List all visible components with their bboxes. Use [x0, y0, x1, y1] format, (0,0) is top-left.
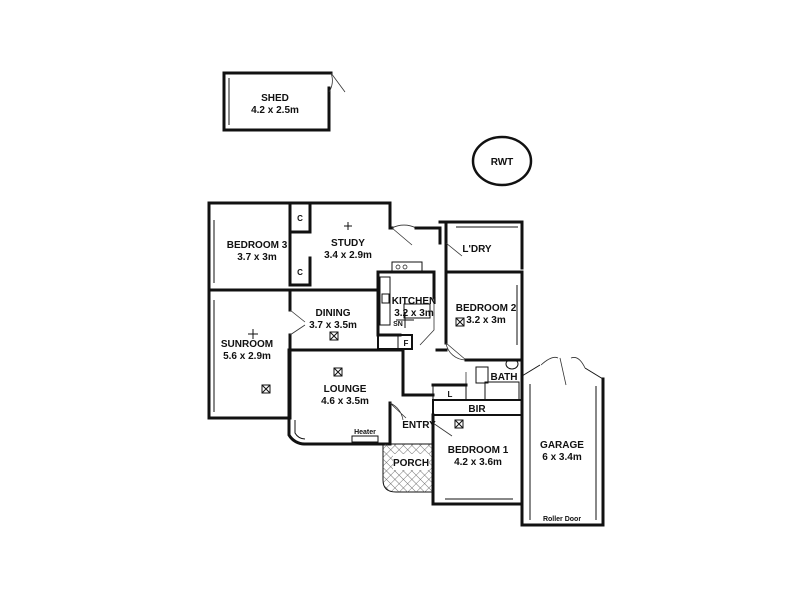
- house-walls: F L: [207, 201, 605, 527]
- bir-label: BIR: [468, 404, 486, 415]
- ceiling-light-icon: [454, 419, 464, 429]
- ceiling-light-icon: [455, 317, 465, 327]
- linen-label: L: [448, 390, 453, 399]
- cupboards: C C: [297, 214, 303, 277]
- dining-dims: 3.7 x 3.5m: [309, 320, 357, 331]
- lounge-dims: 4.6 x 3.5m: [321, 396, 369, 407]
- fridge-label: F: [404, 339, 409, 348]
- ceiling-light-icon: [261, 384, 271, 394]
- stove-label: SN: [393, 321, 403, 328]
- kitchen-dims: 3.2 x 3m: [394, 308, 434, 319]
- heater-label: Heater: [354, 429, 376, 436]
- study-dims: 3.4 x 2.9m: [324, 250, 372, 261]
- dining-label: DINING: [316, 308, 351, 319]
- garage-dims: 6 x 3.4m: [542, 452, 582, 463]
- cupboard-label: C: [297, 214, 303, 223]
- bedroom-3-label: BEDROOM 3: [227, 240, 288, 251]
- bedroom-1-label: BEDROOM 1: [448, 445, 509, 456]
- cupboard-label: C: [297, 268, 303, 277]
- room-labels: BEDROOM 3 3.7 x 3m STUDY 3.4 x 2.9m L'DR…: [221, 238, 584, 469]
- ceiling-fan-icon: [396, 312, 414, 328]
- bedroom-1-dims: 4.2 x 3.6m: [454, 457, 502, 468]
- ceiling-light-icon: [329, 331, 339, 341]
- sunroom-dims: 5.6 x 2.9m: [223, 351, 271, 362]
- kitchen-label: KITCHEN: [392, 296, 436, 307]
- bedroom-2-dims: 3.2 x 3m: [466, 315, 506, 326]
- shed: SHED 4.2 x 2.5m: [222, 71, 346, 132]
- bedroom-3-dims: 3.7 x 3m: [237, 252, 277, 263]
- lounge-label: LOUNGE: [324, 384, 367, 395]
- rain-water-tank: RWT: [471, 135, 533, 187]
- shed-dims: 4.2 x 2.5m: [251, 105, 299, 116]
- entry-label: ENTRY: [402, 420, 436, 431]
- bedroom-2-label: BEDROOM 2: [456, 303, 517, 314]
- ceiling-fan-icon: [248, 329, 258, 339]
- roller-door-label: Roller Door: [543, 516, 581, 523]
- shed-label: SHED: [261, 93, 289, 104]
- sunroom-label: SUNROOM: [221, 339, 273, 350]
- bath-label: BATH: [490, 372, 517, 383]
- ceiling-fittings: [248, 222, 465, 429]
- porch-label: PORCH: [393, 458, 429, 469]
- rwt-label: RWT: [491, 157, 514, 168]
- garage-label: GARAGE: [540, 440, 584, 451]
- ceiling-light-icon: [333, 367, 343, 377]
- study-label: STUDY: [331, 238, 365, 249]
- laundry-label: L'DRY: [462, 244, 492, 255]
- ceiling-fan-icon: [344, 222, 352, 230]
